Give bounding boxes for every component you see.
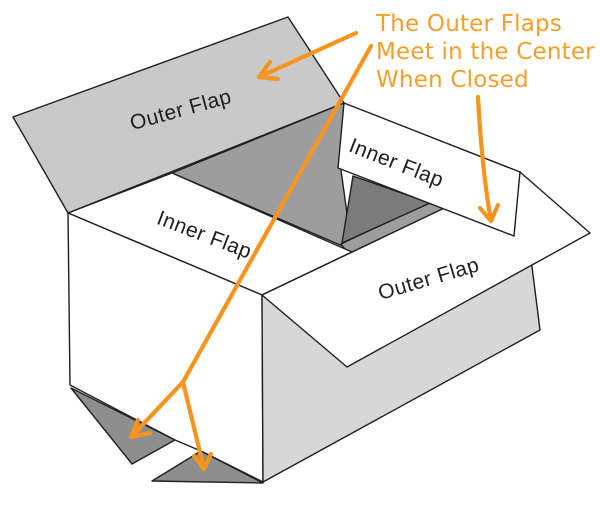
arrow-to-right-outer-flap-head — [477, 202, 501, 224]
annotation-line-1: The Outer Flaps — [376, 11, 563, 37]
arrow-to-right-outer-flap — [475, 94, 494, 224]
left-outer-flap — [12, 16, 345, 214]
annotation-text: The Outer Flaps Meet in the Center When … — [376, 10, 596, 94]
right-inner-flap — [337, 102, 521, 237]
arrow-branch-left — [128, 379, 186, 440]
arrow-to-left-outer-flap — [256, 30, 359, 80]
arrow-line-to-bottom-flaps — [180, 43, 374, 385]
arrow-branch-left-head — [128, 417, 153, 440]
annotation-arrows — [128, 30, 501, 472]
bottom-flap-triangle-left — [70, 387, 176, 465]
arrow-branch-right-head — [191, 451, 214, 472]
annotation-line-2: Meet in the Center — [376, 39, 595, 65]
annotation-line-3: When Closed — [376, 67, 529, 93]
arrow-branch-right — [180, 379, 207, 472]
box-interior-shadow-triangle — [341, 175, 431, 244]
arrow-to-left-outer-flap-head — [256, 59, 281, 82]
bottom-flap-triangle-right — [151, 450, 264, 484]
